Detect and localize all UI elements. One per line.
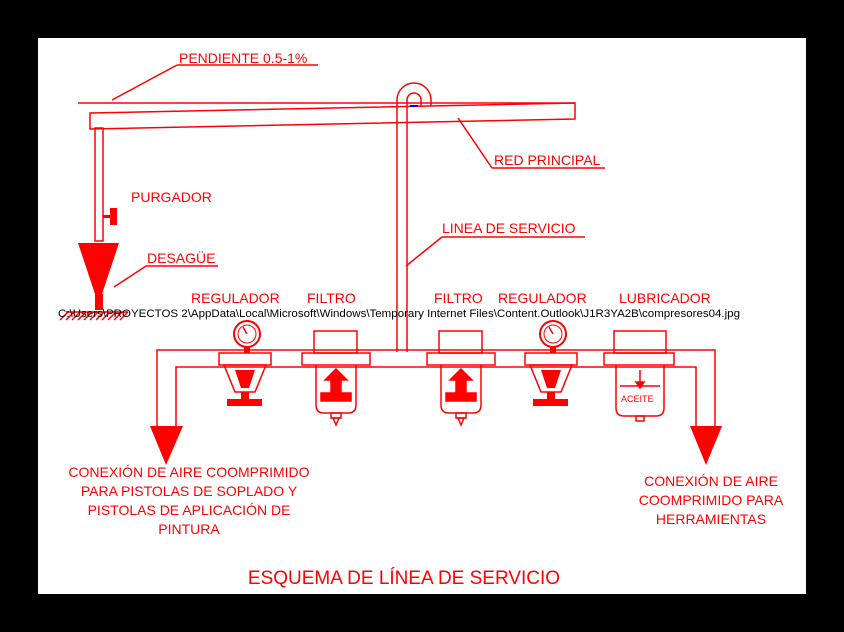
oil-label: ACEITE (621, 394, 654, 404)
right-outlet-line: CONEXIÓN DE AIRE (644, 473, 778, 489)
left-outlet-line: CONEXIÓN DE AIRE COOMPRIMIDO (68, 464, 309, 480)
service-manifold-inner (175, 366, 697, 430)
service-line-pipe-inner (406, 92, 422, 352)
left-outlet-arrow (150, 426, 183, 465)
ground-hatch (71, 311, 81, 321)
ground-hatch (101, 311, 111, 321)
service-manifold-outer (156, 349, 716, 430)
left-outlet-line: PARA PISTOLAS DE SOPLADO Y (81, 483, 298, 499)
filter-left-label: FILTRO (307, 290, 356, 306)
main-network-leader-line (457, 117, 493, 169)
drain-leader-line (113, 265, 147, 288)
ground-hatch (95, 311, 105, 321)
ground-hatch (89, 311, 99, 321)
drain-valve-stem (103, 215, 111, 218)
drain-drop-leg (94, 127, 104, 242)
regulator-right-unit (524, 320, 578, 406)
right-outlet-line: COOMPRIMIDO PARA (639, 492, 784, 508)
ground-hatch (83, 311, 93, 321)
right-outlet-arrow (690, 426, 722, 465)
drain-funnel (78, 243, 119, 294)
slope-label: PENDIENTE 0.5-1% (179, 50, 307, 66)
drain-outlet (95, 294, 103, 310)
regulator-left-unit (218, 320, 272, 406)
left-outlet-text: CONEXIÓN DE AIRE COOMPRIMIDO PARA PISTOL… (68, 464, 309, 537)
right-outlet-text: CONEXIÓN DE AIRE COOMPRIMIDO PARA HERRAM… (639, 473, 784, 527)
filter-right-unit (426, 330, 496, 427)
ground-hatch (59, 311, 69, 321)
ground-hatch (77, 311, 87, 321)
service-line-label: LINEA DE SERVICIO (442, 220, 576, 236)
service-line-pipe (396, 82, 432, 352)
drain-valve-handle (110, 208, 117, 225)
service-line-leader-line (405, 236, 443, 267)
lubricator-unit (603, 330, 675, 422)
regulator-right-label: REGULADOR (498, 290, 587, 306)
diagram-title: ESQUEMA DE LÍNEA DE SERVICIO (248, 568, 560, 589)
left-outlet-line: PISTOLAS DE APLICACIÓN DE (88, 502, 291, 518)
filter-right-label: FILTRO (434, 290, 483, 306)
ground-hatch (107, 311, 117, 321)
slope-leader-line (111, 64, 178, 101)
lubricator-label: LUBRICADOR (619, 290, 711, 306)
ground-hatch (119, 311, 129, 321)
filter-left-unit (301, 330, 371, 427)
drain-label: DESAGÜE (147, 249, 215, 266)
ground-hatch (65, 311, 75, 321)
drain-valve-label: PURGADOR (131, 189, 212, 205)
left-outlet-line: PINTURA (158, 521, 220, 537)
ground-hatch (113, 311, 123, 321)
drawing-sheet (38, 38, 806, 594)
file-path-text: C:\Users\PROYECTOS 2\AppData\Local\Micro… (58, 308, 740, 320)
regulator-left-label: REGULADOR (191, 290, 280, 306)
main-network-label: RED PRINCIPAL (494, 152, 601, 168)
right-outlet-line: HERRAMIENTAS (656, 511, 766, 527)
